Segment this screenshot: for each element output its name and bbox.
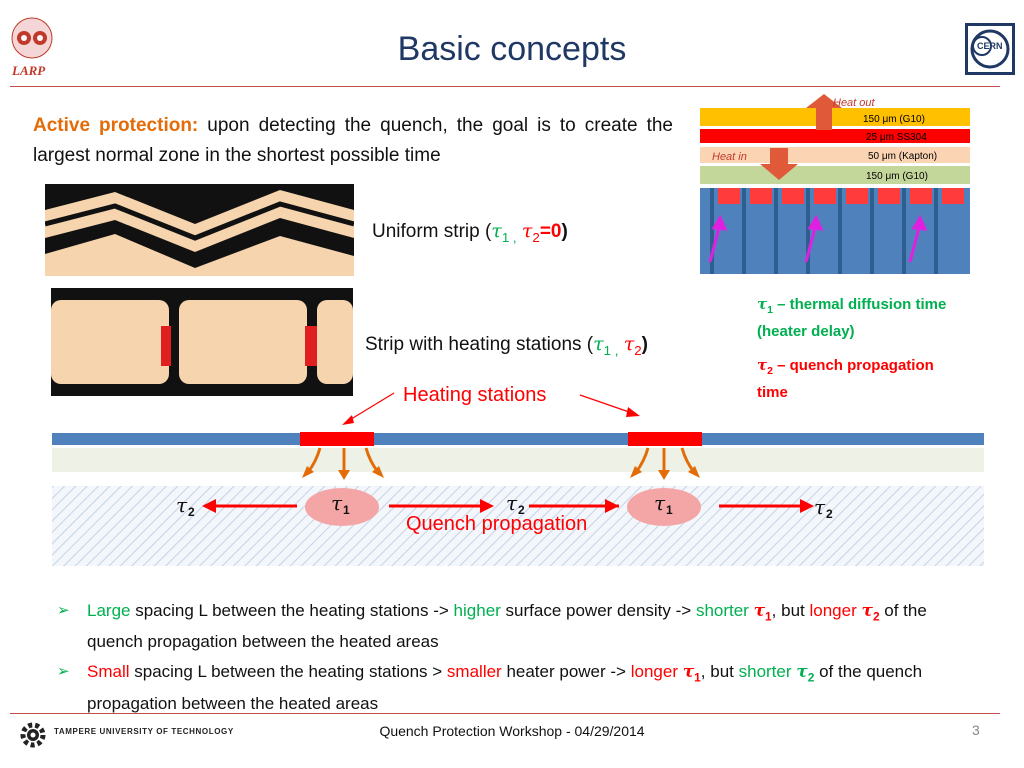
footer-text: Quench Protection Workshop - 04/29/2014	[379, 723, 645, 739]
heating-stations-strip-image	[51, 288, 353, 396]
page-number: 3	[972, 722, 980, 738]
uniform-strip-image	[44, 184, 355, 276]
tau1-left-subscript: 1	[343, 503, 350, 517]
tau2-right-subscript: 2	[826, 507, 833, 521]
bullet-arrow-icon: ➢	[57, 602, 70, 619]
uniform-strip-label: Uniform strip (τ1 , τ2=0)	[372, 220, 568, 245]
bullet-arrow-icon: ➢	[57, 663, 70, 681]
larp-logo-text: LARP	[11, 63, 46, 78]
intro-paragraph: Active protection: upon detecting the qu…	[33, 111, 673, 171]
heat-in-label: Heat in	[712, 151, 747, 163]
larp-logo: LARP	[8, 12, 58, 82]
tau1-right-symbol: τ	[654, 491, 666, 515]
tau2-right-symbol: τ	[814, 495, 826, 519]
tau1-left-symbol: τ	[331, 491, 343, 515]
bullet-large-spacing: ➢ Large spacing L between the heating st…	[57, 598, 987, 655]
tau2-middle-subscript: 2	[518, 503, 525, 517]
layer-ss304: 25 μm SS304	[866, 132, 927, 143]
page-title: Basic concepts	[397, 30, 627, 68]
tau2-middle-symbol: τ	[506, 491, 518, 515]
tau2-left-subscript: 2	[188, 505, 195, 519]
intro-heading: Active protection:	[33, 115, 199, 136]
layer-g10-top: 150 μm (G10)	[863, 114, 925, 125]
heating-stations-strip-label: Strip with heating stations (τ1 , τ2)	[365, 333, 648, 358]
strip-cross-section-diagram: τ τ τ τ τ 2 1 2 1 2	[52, 432, 984, 566]
tau1-note: τ1 – thermal diffusion time (heater dela…	[757, 295, 947, 340]
quench-propagation-label: Quench propagation	[406, 513, 588, 535]
header-rule	[10, 86, 1000, 87]
cern-logo-text: CERN	[977, 41, 1003, 51]
heater-layer-diagram: 150 μm (G10) 25 μm SS304 50 μm (Kapton) …	[698, 94, 973, 276]
cern-logo: CERN	[964, 22, 1016, 76]
tau2-note: τ2 – quench propagation time	[757, 356, 934, 401]
tut-logo-text: TAMPERE UNIVERSITY OF TECHNOLOGY	[54, 727, 234, 736]
layer-g10-bottom: 150 μm (G10)	[866, 171, 928, 182]
bullet-list: ➢ Large spacing L between the heating st…	[57, 598, 987, 721]
layer-kapton: 50 μm (Kapton)	[868, 151, 937, 162]
tau1-right-subscript: 1	[666, 503, 673, 517]
tut-gear-icon	[20, 722, 46, 748]
heating-stations-pointers	[342, 392, 640, 425]
heat-out-label: Heat out	[833, 97, 876, 109]
footer-rule	[10, 713, 1000, 714]
intro-text: upon detecting the quench, the goal is t…	[33, 115, 673, 166]
tau2-left-symbol: τ	[176, 493, 188, 517]
bullet-small-spacing: ➢ Small spacing L between the heating st…	[57, 659, 987, 716]
heating-stations-label: Heating stations	[403, 384, 547, 406]
